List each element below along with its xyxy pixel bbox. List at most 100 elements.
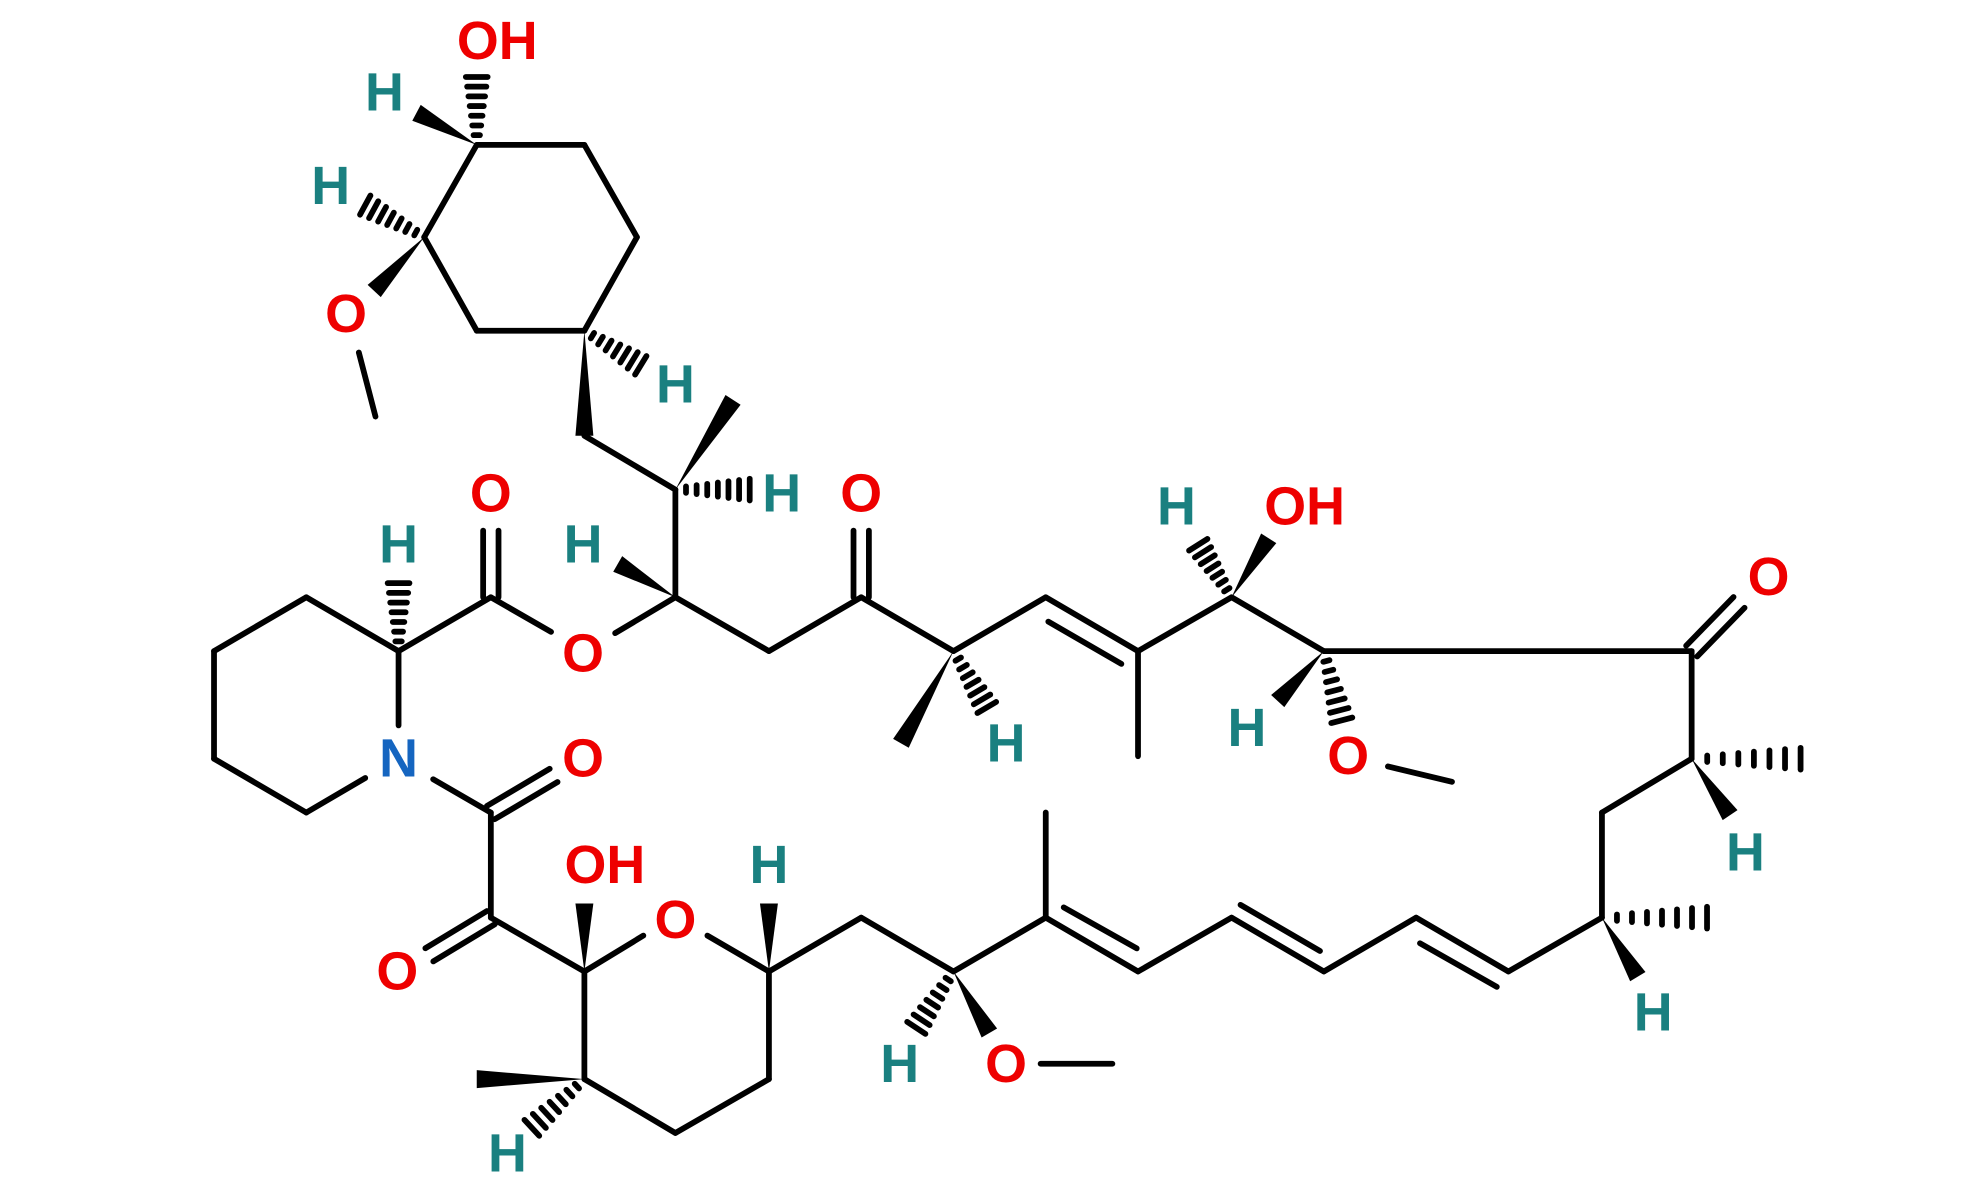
bond <box>395 594 494 654</box>
bond <box>858 594 957 654</box>
bond <box>211 755 310 816</box>
hash-bond <box>587 330 598 342</box>
hash-bond <box>602 337 615 354</box>
bond <box>950 914 1049 975</box>
double-bond <box>491 779 561 823</box>
hash-bond <box>923 996 942 1011</box>
wedge-bond <box>953 971 998 1038</box>
bond <box>303 594 402 654</box>
hash-bond <box>595 333 606 348</box>
hash-bond <box>959 669 976 682</box>
bond <box>1042 914 1141 975</box>
double-bond <box>1694 604 1748 660</box>
bond <box>766 914 865 975</box>
bond <box>1505 914 1605 975</box>
hash-bond <box>617 345 632 366</box>
bond <box>612 594 679 637</box>
hash-bond <box>929 989 946 1002</box>
hash-bond <box>546 1098 563 1116</box>
bond <box>581 234 640 334</box>
hash-bond <box>538 1104 556 1123</box>
hash-bond <box>1324 685 1344 696</box>
hash-bond <box>1192 544 1215 561</box>
oxygen-label: OH <box>457 11 538 71</box>
hash-bond <box>411 226 421 239</box>
wedge-bond <box>759 903 778 972</box>
hydrogen-label: H <box>379 515 418 575</box>
hash-bond <box>1203 560 1222 574</box>
wedge-bond <box>476 1070 585 1089</box>
hash-bond <box>624 349 641 372</box>
oxygen-label: O <box>1327 726 1369 786</box>
hash-bond <box>974 699 1000 716</box>
hash-bond <box>402 221 413 235</box>
bond <box>1135 914 1235 975</box>
hydrogen-label: H <box>311 156 350 216</box>
hash-bond <box>936 982 950 993</box>
hydrogen-label: H <box>1228 698 1267 758</box>
oxygen-label: OH <box>1264 476 1345 536</box>
hash-bond <box>521 1116 543 1139</box>
hydrogen-label: H <box>1157 476 1196 536</box>
bond <box>581 141 640 241</box>
bond <box>672 594 772 654</box>
oxygen-label: OH <box>565 835 646 895</box>
nitrogen-label: N <box>379 729 418 789</box>
bond <box>950 594 1049 654</box>
hash-bond <box>610 341 624 360</box>
hydrogen-label: H <box>365 62 404 122</box>
oxygen-label: O <box>562 624 604 684</box>
hash-bond <box>1320 657 1333 665</box>
hydrogen-label: H <box>1726 822 1765 882</box>
bond <box>1042 594 1141 654</box>
wedge-bond <box>575 903 594 972</box>
hash-bond <box>529 1110 549 1131</box>
wedge-bond <box>893 651 954 748</box>
bond <box>303 775 369 816</box>
hash-bond <box>967 684 988 699</box>
oxygen-label: O <box>325 284 367 344</box>
bond <box>487 914 588 975</box>
hash-bond <box>917 1004 937 1020</box>
wedge-bond <box>367 237 425 298</box>
bond <box>487 594 554 635</box>
bond <box>1045 618 1125 667</box>
double-bond <box>1683 594 1737 649</box>
bond <box>858 914 957 975</box>
bond <box>430 776 494 816</box>
oxygen-label: O <box>562 729 604 789</box>
hash-bond <box>1328 714 1356 726</box>
hash-bond <box>571 1080 582 1092</box>
double-bond <box>422 908 490 952</box>
hash-bond <box>1221 585 1233 595</box>
bond <box>766 594 865 654</box>
oxygen-label: O <box>470 463 512 523</box>
hydrogen-label: H <box>987 713 1026 773</box>
hydrogen-label: H <box>749 835 788 895</box>
wedge-bond <box>1271 651 1324 708</box>
bond <box>1237 901 1323 954</box>
oxygen-label: O <box>840 463 882 523</box>
bond <box>1135 594 1235 654</box>
bond <box>1599 755 1695 816</box>
bond <box>1228 914 1327 975</box>
hydrogen-label: H <box>564 515 603 575</box>
wedge-bond <box>412 104 477 145</box>
bond <box>1413 914 1512 975</box>
double-bond <box>484 765 553 809</box>
hydrogen-label: H <box>656 355 695 415</box>
hash-bond <box>384 209 397 228</box>
hash-bond <box>1323 676 1340 686</box>
bond <box>581 932 647 975</box>
bonds <box>211 74 1804 1139</box>
hash-bond <box>366 198 382 222</box>
hash-bond <box>942 974 954 985</box>
hash-bond <box>375 204 389 225</box>
bond <box>1417 940 1500 990</box>
bond <box>581 432 679 493</box>
oxygen-label: O <box>654 890 696 950</box>
hash-bond <box>904 1018 929 1037</box>
hydrogen-label: H <box>880 1034 919 1094</box>
